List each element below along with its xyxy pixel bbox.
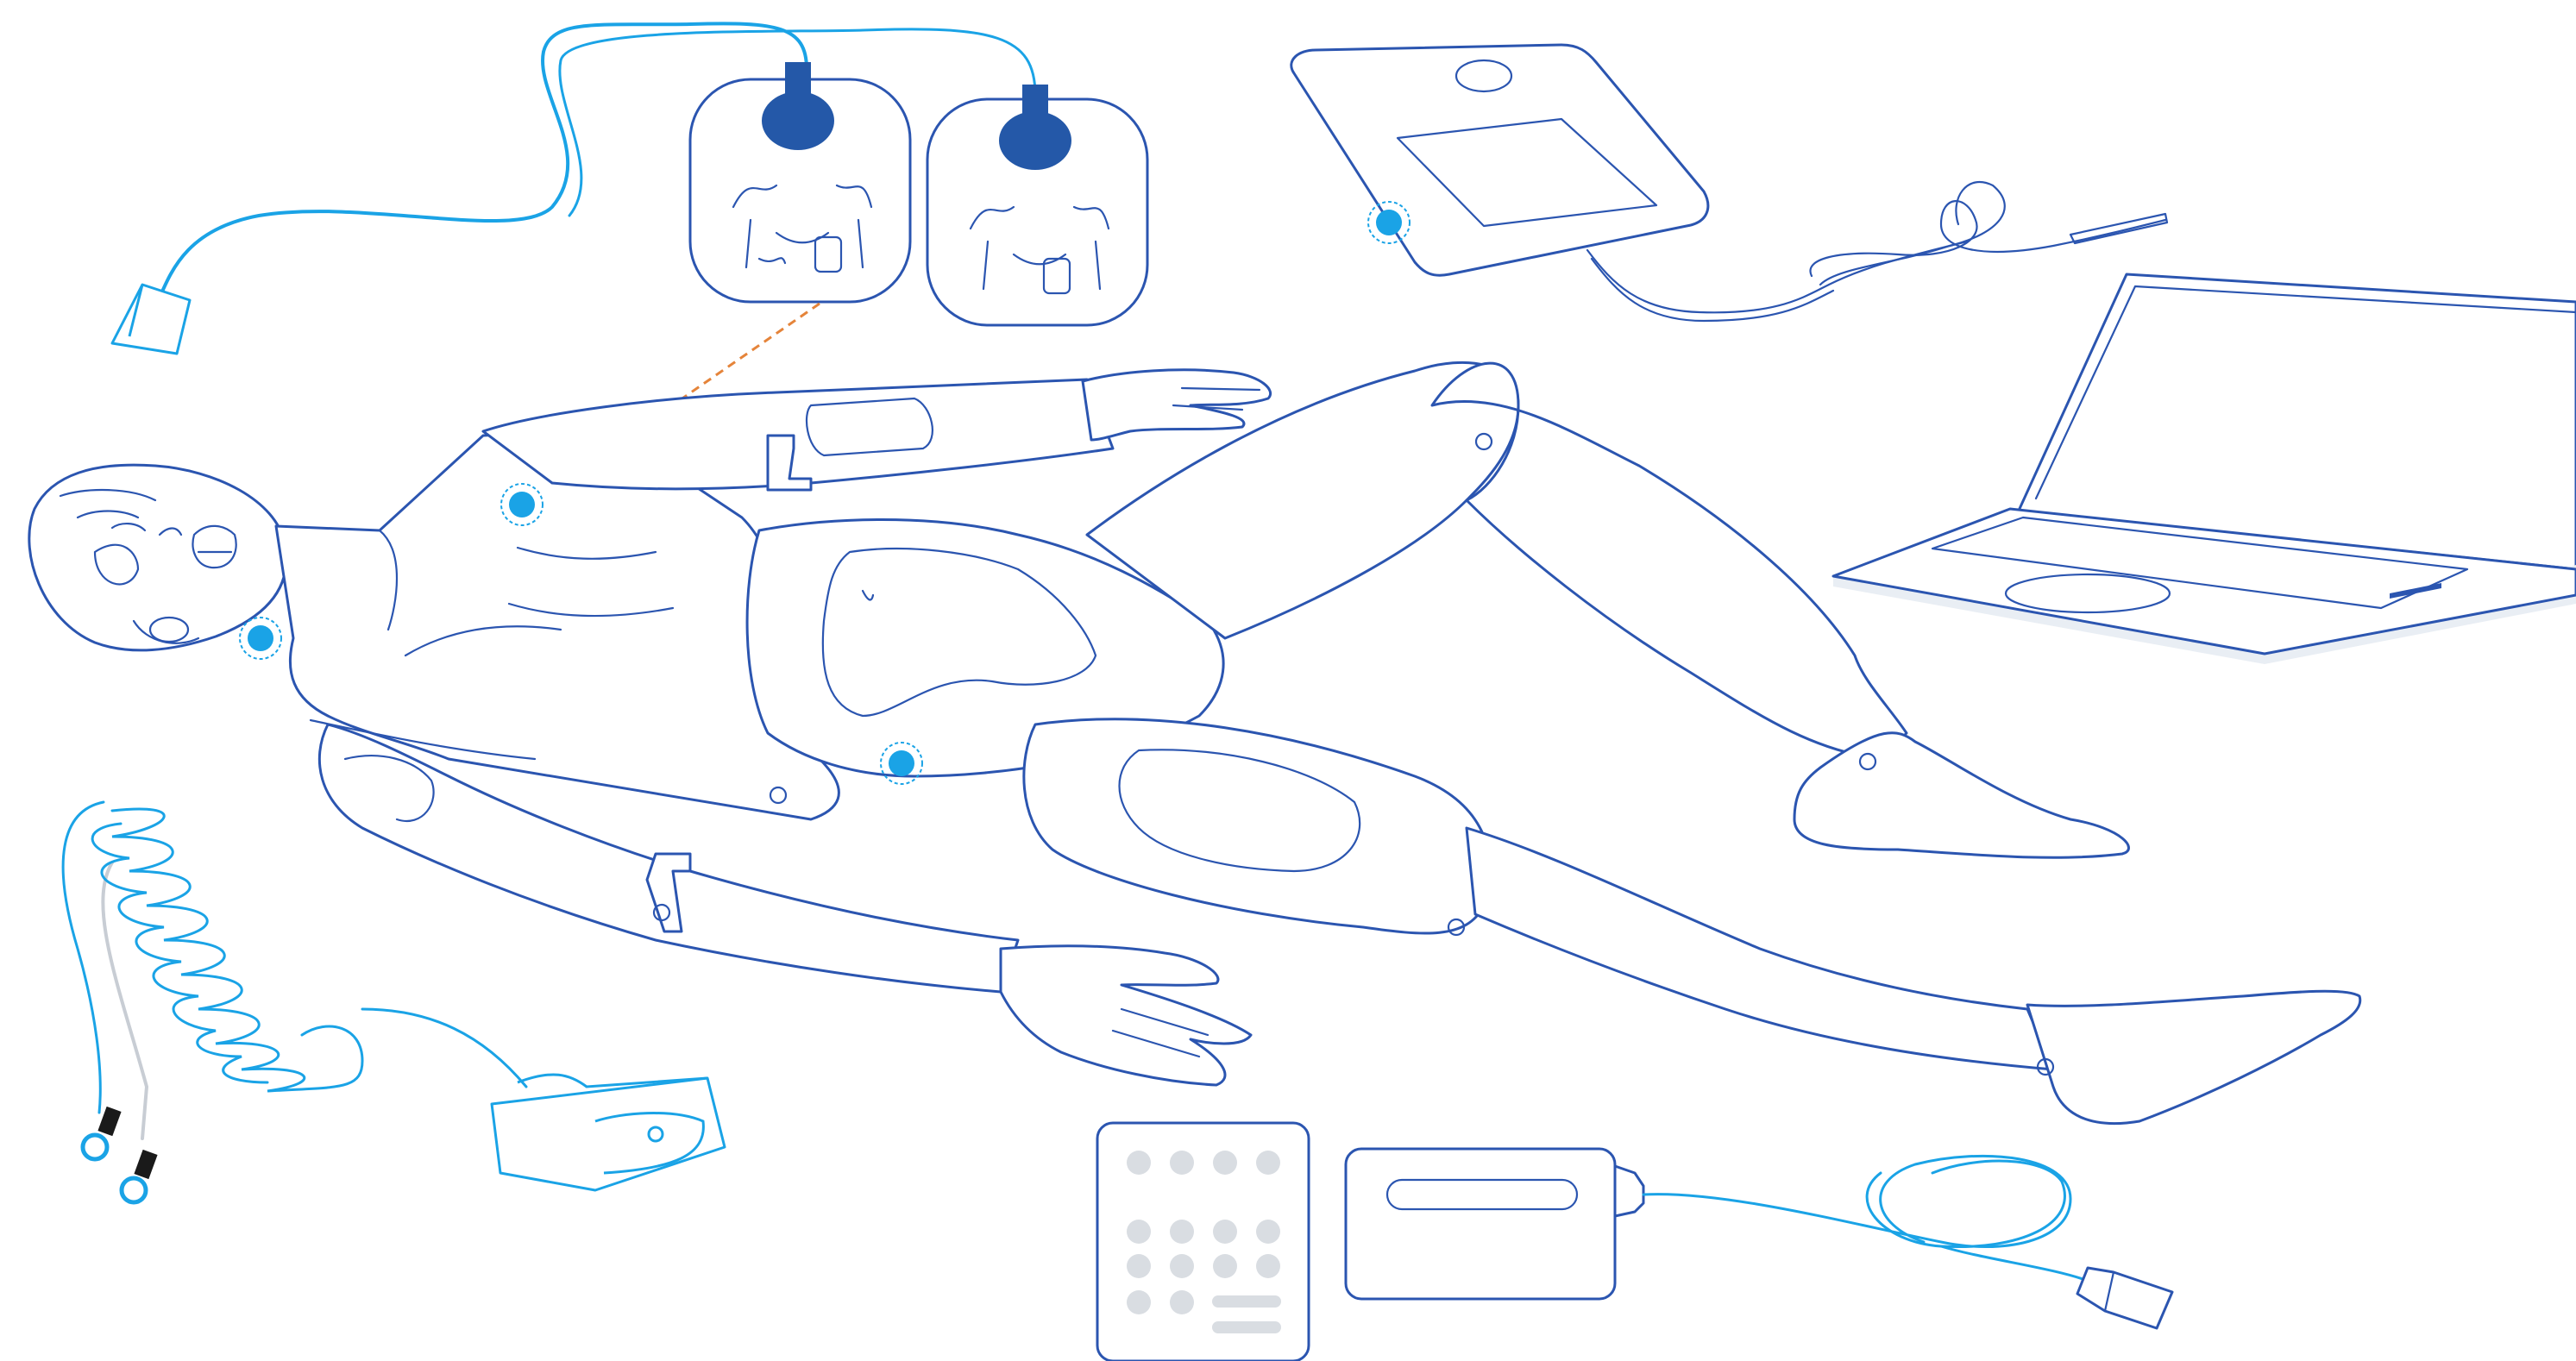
defib-pad-1 bbox=[690, 62, 910, 302]
defib-pad-2 bbox=[927, 85, 1147, 325]
pads-plug-icon bbox=[112, 285, 190, 354]
keypad-remote-icon bbox=[1097, 1123, 1309, 1361]
coiled-cable bbox=[92, 809, 362, 1091]
manikin-left-leg bbox=[1024, 719, 2360, 1124]
tablet-icon bbox=[1291, 45, 2167, 321]
manikin-head bbox=[29, 465, 286, 650]
link-box-icon bbox=[1346, 1149, 2172, 1328]
sensor-marker-neck bbox=[240, 618, 281, 659]
laptop-icon bbox=[1833, 274, 2576, 664]
link-box-plug-icon bbox=[2077, 1268, 2172, 1328]
manikin-right-arm bbox=[483, 370, 1271, 490]
finger-clip-icon bbox=[492, 1075, 725, 1190]
ring-terminals bbox=[83, 1107, 158, 1202]
